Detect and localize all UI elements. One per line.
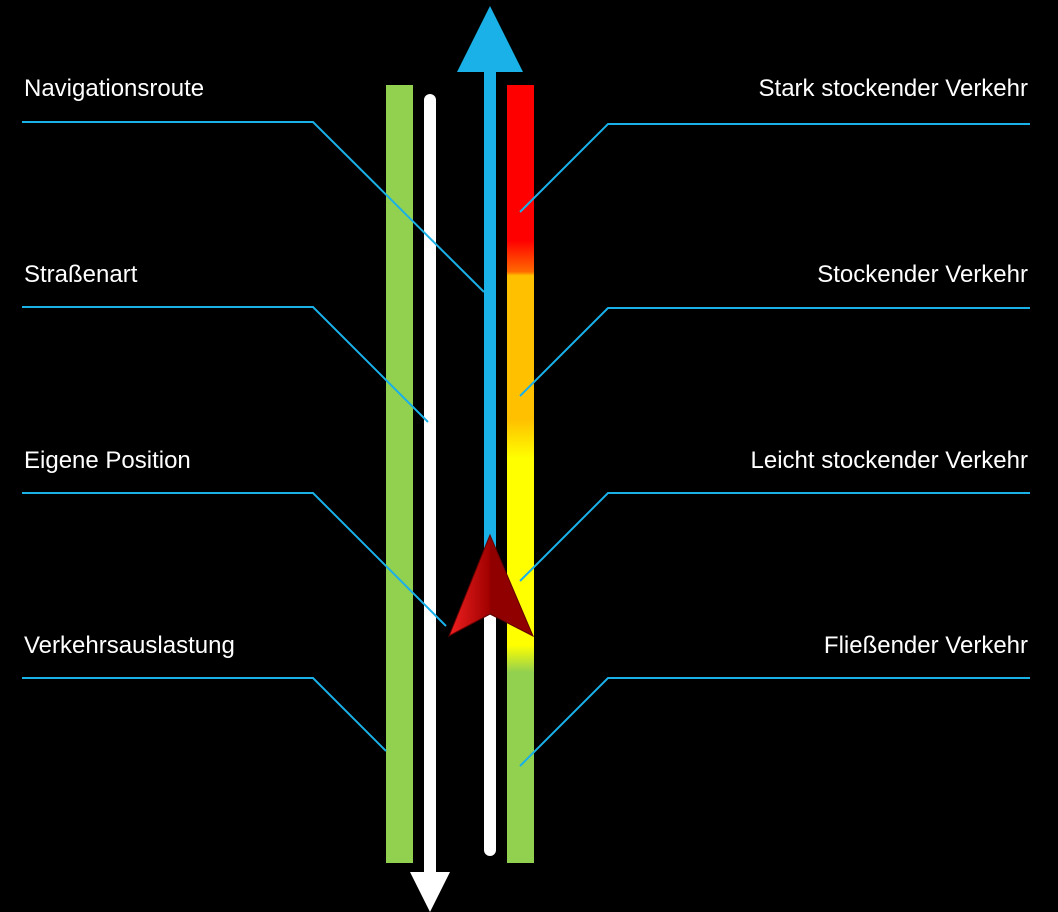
leader-line-navigation-route [22,121,485,293]
road-type-bar [386,85,413,863]
own-position-marker [448,533,535,638]
label-light-congestion: Leicht stockender Verkehr [751,447,1029,474]
label-navigation-route: Navigationsroute [24,75,204,102]
label-free-flow: Fließender Verkehr [824,632,1028,659]
leader-line-traffic-load [22,677,387,752]
leader-line-light-congestion [519,492,1030,582]
navigation-route-arrowhead [457,6,523,72]
road-direction-arrowhead [410,872,450,912]
label-road-type: Straßenart [24,261,138,288]
leader-line-congestion [519,307,1030,397]
traffic-load-bar [507,85,534,863]
label-own-position: Eigene Position [24,447,191,474]
navigation-route-line [484,68,496,558]
label-congestion: Stockender Verkehr [817,261,1028,288]
label-heavy-congestion: Stark stockender Verkehr [759,75,1028,102]
leader-line-own-position [22,492,447,627]
leader-line-road-type [22,306,429,423]
leader-line-heavy-congestion [519,123,1030,213]
leader-line-free-flow [519,677,1030,767]
label-traffic-load: Verkehrsauslastung [24,632,235,659]
